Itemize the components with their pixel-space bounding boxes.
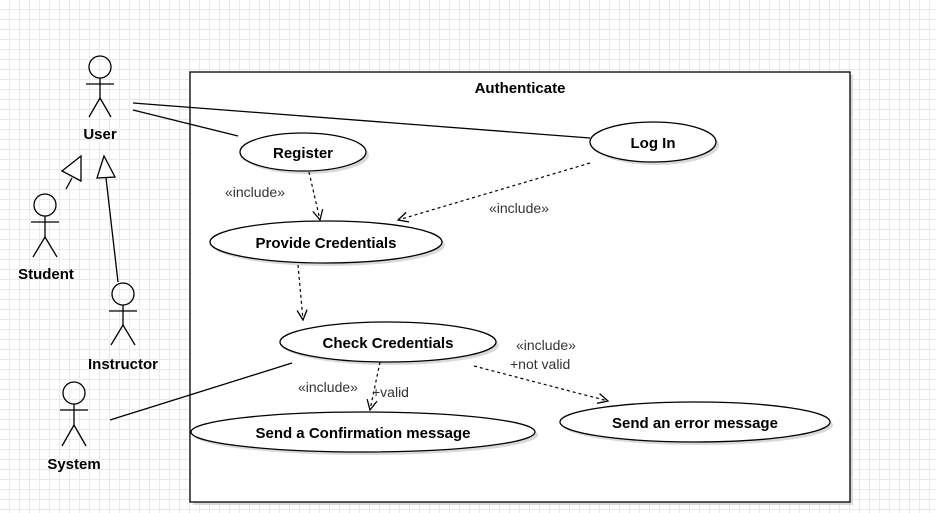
include-check-send-error[interactable]: «include» +not valid <box>473 337 608 401</box>
use-case-check-credentials[interactable]: Check Credentials <box>279 321 499 365</box>
actor-instructor[interactable]: Instructor <box>88 282 158 373</box>
generalization-arrowhead-icon <box>60 154 82 183</box>
association-user-register[interactable] <box>132 109 239 137</box>
use-case-send-error[interactable]: Send an error message <box>559 401 833 445</box>
system-boundary-title: Authenticate <box>475 80 566 97</box>
generalization-student-user[interactable] <box>60 154 82 190</box>
use-case-log-in[interactable]: Log In <box>589 121 719 165</box>
actor-system-label: System <box>47 456 100 473</box>
include-check-send-confirmation[interactable]: «include» +valid <box>298 361 409 410</box>
use-case-register-label: Register <box>273 145 333 162</box>
include-label: «include» <box>516 337 576 353</box>
association-user-login[interactable] <box>132 102 591 139</box>
guard-label-not-valid: +not valid <box>510 356 570 372</box>
use-case-send-confirmation-label: Send a Confirmation message <box>255 425 470 442</box>
include-label: «include» <box>225 184 285 200</box>
actor-user[interactable]: User <box>83 55 117 143</box>
include-register-provide-credentials[interactable]: «include» <box>225 171 320 220</box>
use-case-send-confirmation[interactable]: Send a Confirmation message <box>190 411 538 455</box>
include-label: «include» <box>489 200 549 216</box>
actor-student-label: Student <box>18 266 74 283</box>
actor-user-label: User <box>83 126 117 143</box>
generalization-arrowhead-icon <box>96 154 117 179</box>
actor-student[interactable]: Student <box>18 193 74 283</box>
actor-system[interactable]: System <box>47 381 101 473</box>
use-case-register[interactable]: Register <box>239 132 369 174</box>
use-case-log-in-label: Log In <box>631 135 676 152</box>
actor-instructor-label: Instructor <box>88 356 158 373</box>
use-case-provide-credentials[interactable]: Provide Credentials <box>209 220 445 266</box>
use-case-check-credentials-label: Check Credentials <box>323 335 454 352</box>
include-label: «include» <box>298 379 358 395</box>
generalization-instructor-user[interactable] <box>96 154 119 283</box>
use-case-send-error-label: Send an error message <box>612 415 778 432</box>
guard-label-valid: +valid <box>372 384 409 400</box>
use-case-provide-credentials-label: Provide Credentials <box>256 235 397 252</box>
association-system-check-credentials[interactable] <box>109 362 293 421</box>
include-login-provide-credentials[interactable]: «include» <box>398 162 591 220</box>
